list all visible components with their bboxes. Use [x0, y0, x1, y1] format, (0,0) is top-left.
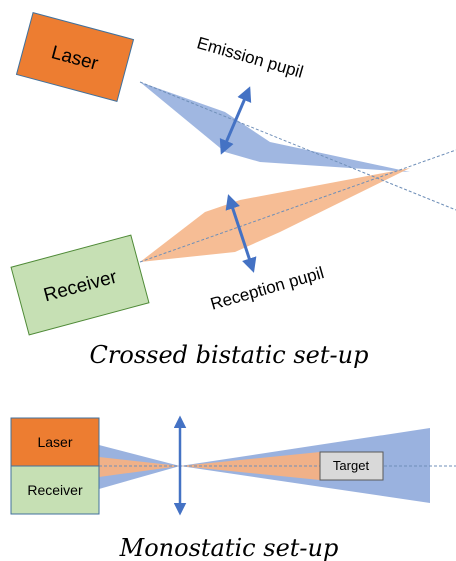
- target-label: Target: [333, 458, 370, 473]
- bistatic-diagram: Laser Receiver Emission pupil Reception …: [10, 12, 456, 369]
- emission-pupil-label: Emission pupil: [195, 33, 306, 81]
- target-box: [319, 451, 384, 481]
- emission-beam: [140, 82, 410, 172]
- mono-laser-label: Laser: [37, 434, 72, 450]
- monostatic-caption: Monostatic set-up: [119, 534, 339, 561]
- mono-receiver-box: [10, 465, 100, 515]
- emission-axis-line: [139, 81, 456, 211]
- mono-reception-beam-near: [99, 457, 180, 477]
- reception-pupil-lens: [225, 194, 257, 273]
- receiver-box: [10, 234, 150, 336]
- emission-pupil-lens: [219, 86, 252, 155]
- mono-receiver-label: Receiver: [27, 482, 83, 498]
- mono-laser-box: [10, 417, 100, 467]
- monostatic-diagram: Laser Receiver Target Monostatic set-up: [10, 415, 456, 561]
- laser-box: [15, 12, 135, 102]
- bistatic-caption: Crossed bistatic set-up: [90, 341, 369, 369]
- reception-pupil-label: Reception pupil: [208, 263, 326, 314]
- reception-axis-line: [139, 149, 456, 263]
